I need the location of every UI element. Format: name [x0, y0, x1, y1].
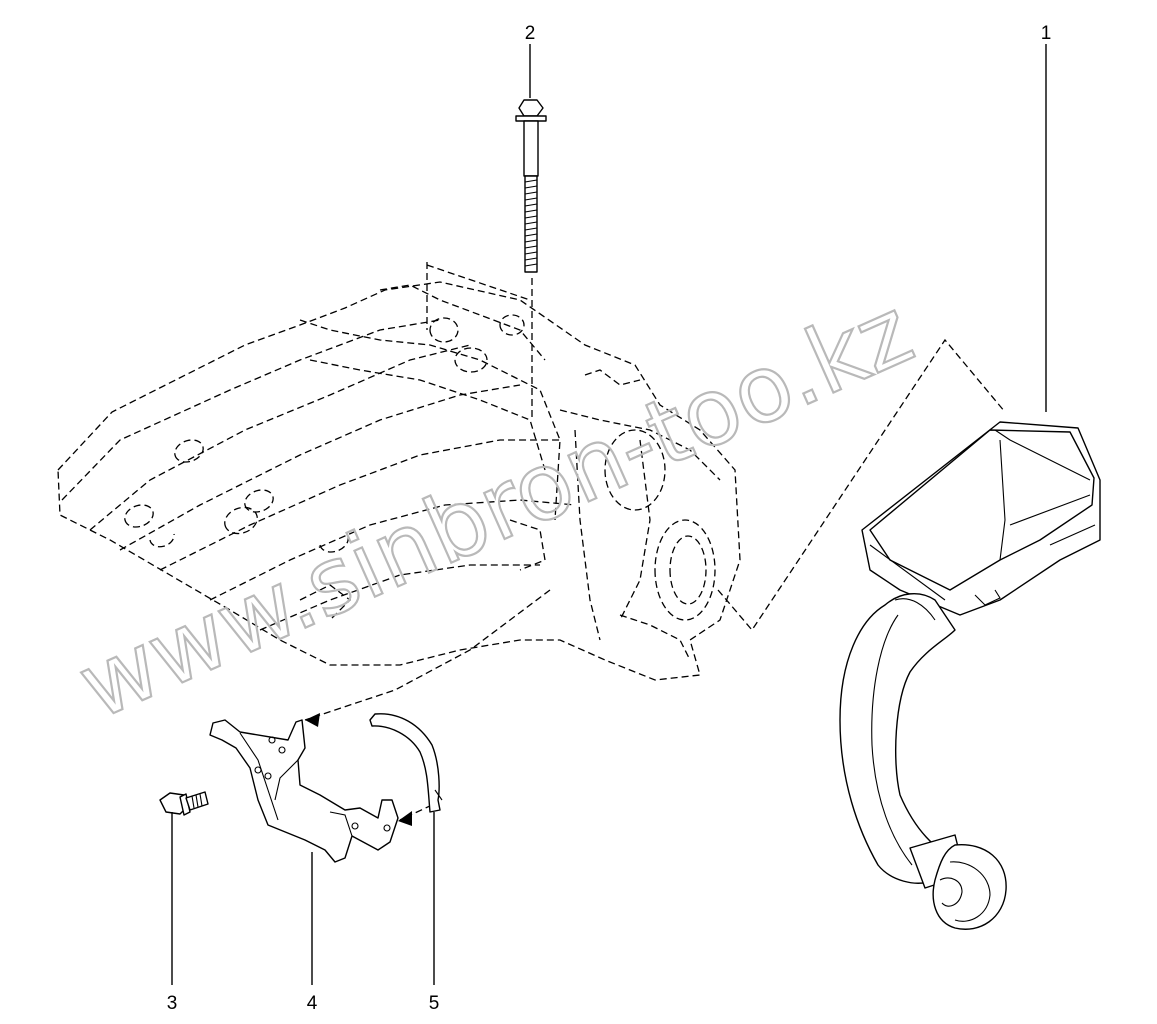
callout-labels: 1 2 3 4 5: [167, 23, 1052, 1014]
intake-manifold-phantom: [57, 281, 741, 681]
callout-leaders: [171, 44, 1047, 985]
assembly-guide-lines: [304, 262, 1006, 821]
bracket-part-4: [209, 719, 399, 863]
assembly-arrows: [305, 713, 412, 826]
air-filter-housing-part-1: [839, 421, 1101, 930]
callout-1: 1: [1041, 23, 1052, 44]
callout-5: 5: [429, 993, 440, 1014]
callout-4: 4: [307, 993, 318, 1014]
clamp-part-5: [369, 713, 443, 813]
bolt-part-2: [515, 99, 547, 273]
callout-3: 3: [167, 993, 178, 1014]
callout-2: 2: [525, 23, 536, 44]
bolt-part-3: [159, 791, 209, 816]
